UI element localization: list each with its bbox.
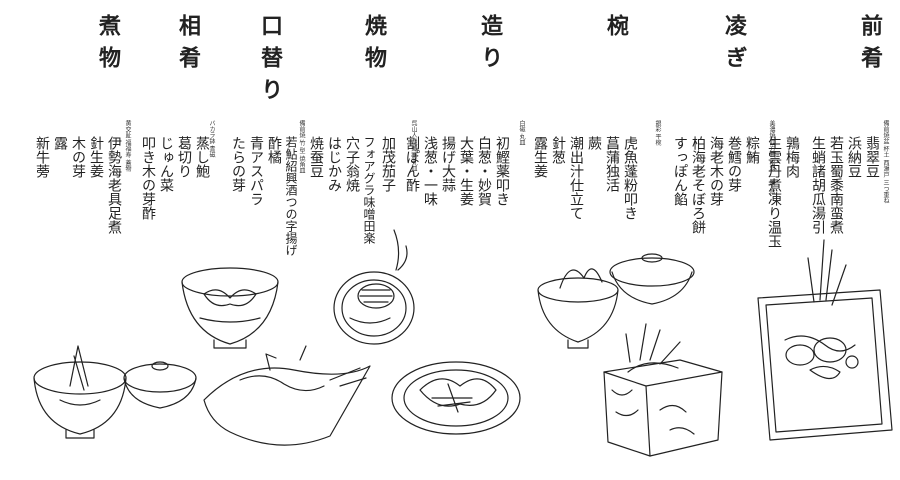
- dish-kamo-nasu: 加茂茄子: [380, 136, 396, 192]
- dish-soramame: 焼蚕豆: [308, 136, 324, 178]
- tsukuri-plate-illustration: [391, 361, 521, 435]
- course-title-yakimono: 焼物: [361, 14, 387, 78]
- dish-suppon: すっぽん餡: [672, 136, 688, 206]
- dish-hatsu-gatsuo: 初鰹薬叩き: [494, 136, 510, 206]
- dish-asupara: 青アスパラ: [248, 136, 264, 206]
- dish-kinome: 木の芽: [70, 136, 86, 178]
- course-title-shinogi: 凌ぎ: [721, 14, 747, 78]
- dish-shobu: 菖蒲独活: [604, 136, 620, 192]
- dish-ebi-kinome: 海老木の芽: [708, 136, 724, 206]
- vessel-note-kuchigawari: 備前焼 竹 型 焼角皿: [298, 120, 305, 174]
- dish-ooba: 大葉・生姜: [458, 136, 474, 206]
- course-title-kuchigawari: 口替り: [257, 14, 283, 110]
- dish-anago: 穴子翁焼: [344, 136, 360, 192]
- vessel-note-yakimono: 呉山人 花織 芯丸皿: [410, 120, 417, 172]
- dish-mushi-awabi: 蒸し鮑: [194, 136, 210, 178]
- vessel-note-shinogi: 美濃焼 四方皿 松羽 一葉 盛: [768, 120, 775, 194]
- dish-tsuyu: 露: [52, 136, 68, 150]
- dish-hisui-mame: 翡翠豆: [864, 136, 880, 178]
- dish-sudachi: 酢橘: [266, 136, 282, 164]
- dish-taranome: たらの芽: [230, 136, 246, 192]
- dish-kuzukiri: 葛切り: [176, 136, 192, 178]
- nimono-vessel-illustration: [33, 345, 197, 439]
- course-title-tsukuri: 造り: [477, 14, 503, 78]
- vessel-note-tsukuri: 白磁 丸皿: [518, 120, 525, 146]
- dish-kashiwa: 柏海老そぼろ餅: [690, 136, 706, 234]
- dish-uni: 生雲丹煮凍り温玉: [766, 136, 782, 248]
- course-title-nimono: 煮物: [95, 14, 121, 78]
- dish-foie-gras: フォアグラ味噌田楽: [362, 136, 376, 244]
- aizakana-bowl-illustration: [181, 267, 279, 349]
- vessel-note-wan: 銀彩 平椀: [654, 120, 661, 146]
- dish-shironegi: 白葱・妙賀: [476, 136, 492, 206]
- course-title-wan: 椀: [603, 14, 629, 46]
- dish-wakaayu: 若鮎紹興酒つの字揚げ: [284, 136, 298, 256]
- dish-asatsuki: 浅葱・一味: [422, 136, 438, 206]
- dish-chimaki: 粽鮪: [744, 136, 760, 164]
- dish-harinegi: 針葱: [550, 136, 566, 164]
- dish-age-ninniku: 揚げ大蒜: [440, 136, 456, 192]
- dish-wari-ponzu: 割ぽん酢: [404, 136, 420, 192]
- yakimono-platter-illustration: [333, 229, 415, 345]
- wan-bowl-illustration: [537, 253, 695, 349]
- dish-hari-shoga: 針生姜: [88, 136, 104, 178]
- dish-ise-ebi: 伊勢海老具足煮: [106, 136, 122, 234]
- dish-junsai: じゅん菜: [158, 136, 174, 192]
- vessel-note-nimono: 黄交趾 福福寿 蓋物: [124, 120, 131, 172]
- dish-ushio: 潮出汁仕立て: [568, 136, 584, 220]
- kuchigawari-plate-illustration: [203, 345, 371, 446]
- course-title-zenkou: 前肴: [857, 14, 883, 78]
- dish-kinome-su: 叩き木の芽酢: [140, 136, 156, 220]
- dish-maki-tara: 巻鱈の芽: [726, 136, 742, 192]
- dish-uzura: 鶉梅肉: [784, 136, 800, 178]
- dish-hama-natto: 浜納豆: [846, 136, 862, 178]
- zenkou-tray-illustration: [757, 239, 893, 441]
- dish-hajikami: はじかみ: [326, 136, 342, 192]
- shinogi-box-illustration: [603, 323, 723, 457]
- vessel-note-zenkou: 備前焼盆 杯土 西瀬戸 三つ重ね: [882, 120, 889, 204]
- dish-nama-tako: 生蛸諸胡瓜湯引: [810, 136, 826, 234]
- course-title-aizakana: 相肴: [175, 14, 201, 78]
- dish-warabi: 蕨: [586, 136, 602, 150]
- dish-okoze: 虎魚蓬粉叩き: [622, 136, 638, 220]
- vessel-note-aizakana: バカラ鉢 青磁: [208, 120, 215, 158]
- dish-tsuyu-shoga: 露生姜: [532, 136, 548, 178]
- dish-tomorokoshi: 若玉蜀黍南蛮煮: [828, 136, 844, 234]
- dish-shin-gobo: 新牛蒡: [34, 136, 50, 178]
